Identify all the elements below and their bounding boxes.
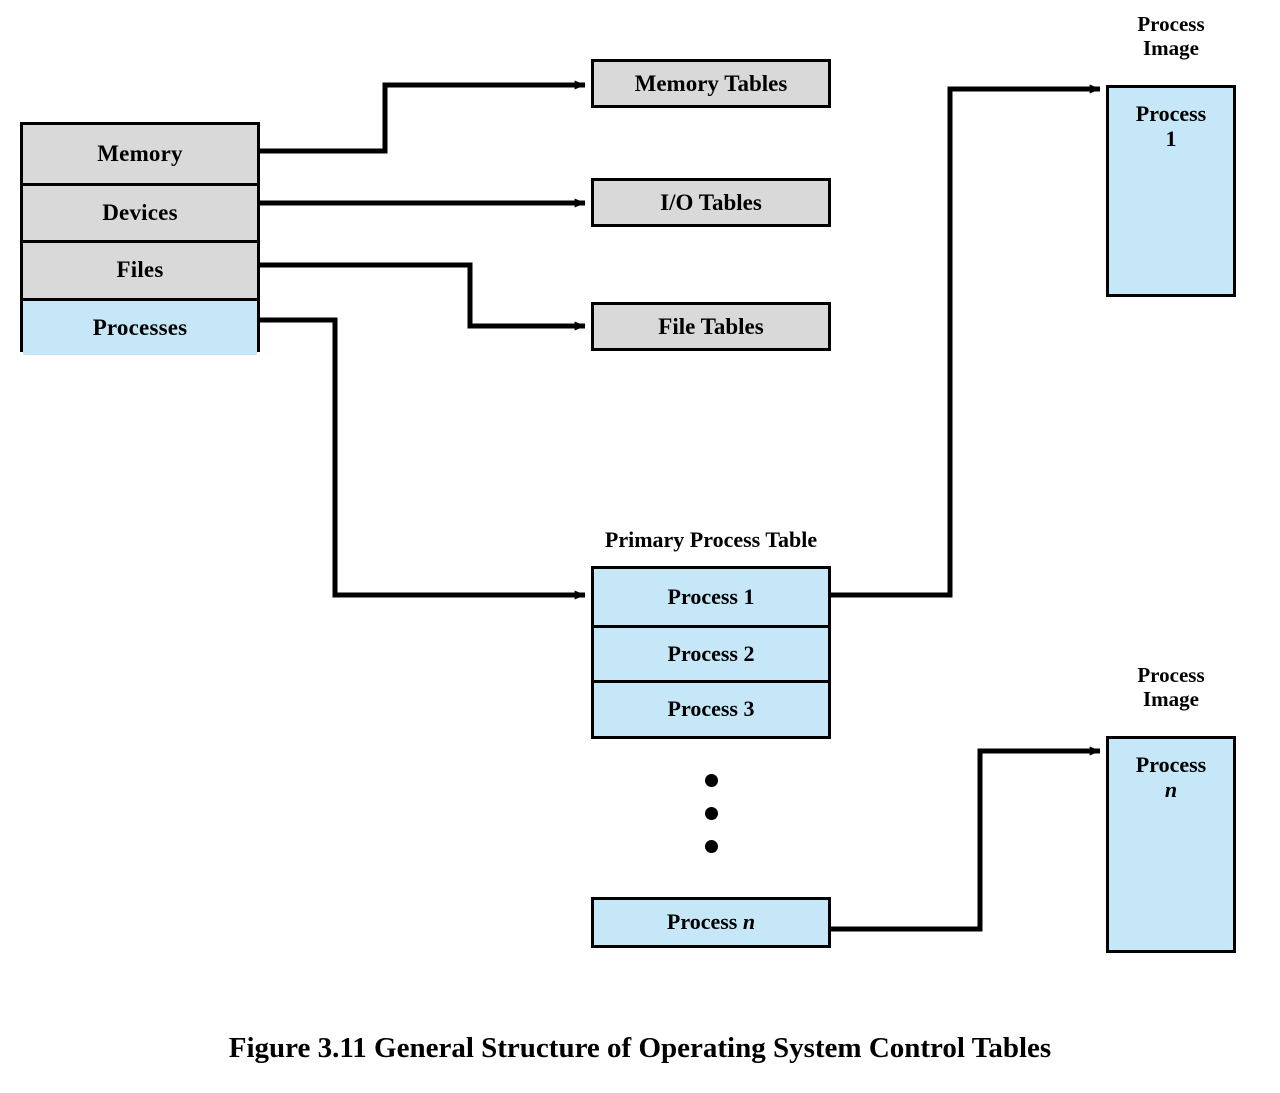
process-image-n-body-line2: n	[1164, 776, 1178, 802]
process-image-1-box[interactable]: Process 1	[1106, 85, 1236, 297]
resource-row-processes[interactable]: Processes	[23, 297, 257, 355]
process-image-n-title-line1: Process	[1137, 663, 1205, 687]
connector-memory-to-memory-tables	[260, 80, 586, 154]
ellipsis-dot-1	[705, 774, 718, 787]
primary-process-table-row-1[interactable]: Process 1	[594, 569, 828, 625]
process-image-1-body-line1: Process	[1135, 101, 1207, 126]
primary-process-table-row-2[interactable]: Process 2	[594, 624, 828, 681]
connector-processes-to-primary-process-table	[260, 317, 586, 600]
figure-caption: Figure 3.11 General Structure of Operati…	[228, 1032, 1052, 1064]
primary-process-table-row-n[interactable]: Process n	[591, 897, 831, 948]
memory-tables-label: Memory Tables	[634, 70, 788, 96]
process-image-n-box[interactable]: Process n	[1106, 736, 1236, 953]
process-image-n-body-line1: Process	[1135, 752, 1207, 777]
resource-row-devices[interactable]: Devices	[23, 182, 257, 240]
process-n-index: n	[742, 909, 756, 935]
io-tables-label: I/O Tables	[660, 189, 762, 215]
process-image-1-title: Process Image	[1096, 12, 1246, 60]
ellipsis-dot-3	[705, 840, 718, 853]
resource-row-processes-label: Processes	[92, 314, 188, 340]
primary-process-table-row-1-label: Process 1	[667, 583, 755, 609]
connector-process1-to-process-image-1	[831, 84, 1101, 598]
primary-process-table-row-2-label: Process 2	[667, 640, 755, 666]
process-image-n-title-line2: Image	[1143, 687, 1199, 712]
file-tables-label: File Tables	[658, 313, 764, 339]
io-tables-box[interactable]: I/O Tables	[591, 178, 831, 227]
resource-row-memory-label: Memory	[97, 140, 183, 166]
connector-files-to-file-tables	[260, 262, 586, 331]
resource-row-devices-label: Devices	[102, 199, 178, 225]
ellipsis-dot-2	[705, 807, 718, 820]
primary-process-table-row-n-label: Process n	[666, 909, 756, 935]
primary-process-table-row-3[interactable]: Process 3	[594, 680, 828, 736]
process-image-n-body: Process n	[1135, 752, 1207, 802]
connector-processn-to-process-image-n	[831, 746, 1101, 932]
file-tables-box[interactable]: File Tables	[591, 302, 831, 351]
process-image-1-title-line1: Process	[1137, 12, 1205, 36]
resource-row-memory[interactable]: Memory	[23, 125, 257, 183]
process-image-1-title-line2: Image	[1143, 36, 1199, 61]
vertical-ellipsis-icon	[705, 774, 721, 862]
process-n-prefix: Process	[666, 909, 743, 935]
resource-row-files[interactable]: Files	[23, 240, 257, 298]
primary-process-table-row-3-label: Process 3	[667, 696, 755, 722]
process-image-1-body: Process 1	[1135, 101, 1207, 151]
process-image-1-body-line2: 1	[1165, 125, 1177, 151]
resource-stack: Memory Devices Files Processes	[20, 122, 260, 355]
memory-tables-box[interactable]: Memory Tables	[591, 59, 831, 108]
process-image-n-title: Process Image	[1096, 663, 1246, 711]
resource-row-files-label: Files	[116, 257, 164, 283]
primary-process-table: Process 1 Process 2 Process 3	[591, 566, 831, 739]
primary-process-table-title: Primary Process Table	[604, 527, 818, 552]
